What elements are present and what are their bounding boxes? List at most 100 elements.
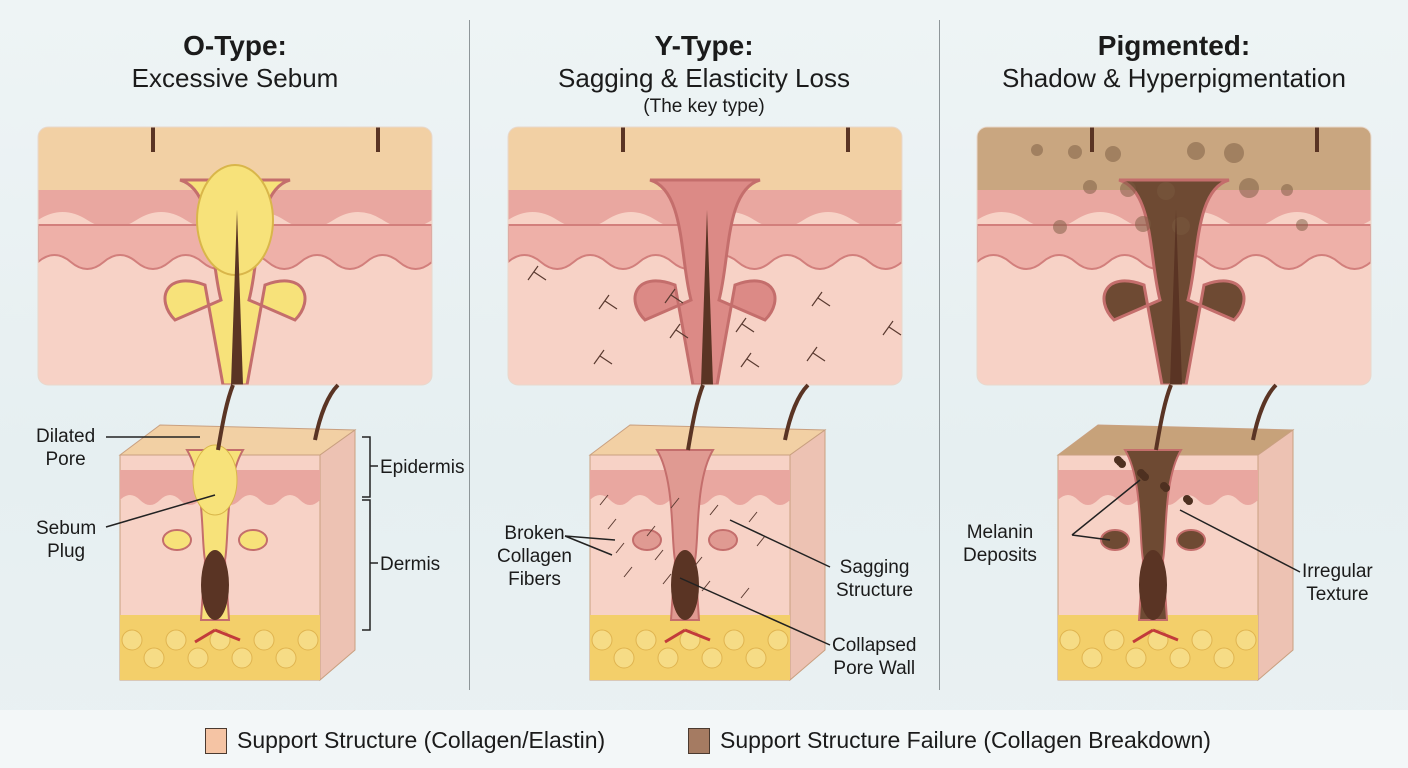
legend-swatch (688, 727, 710, 754)
hair-shaft (1170, 210, 1182, 385)
note: (The key type) (643, 96, 765, 117)
panel-divider (939, 20, 940, 690)
closeup-illustration (977, 127, 1371, 385)
leader-line (729, 519, 831, 568)
melanin-spot (1105, 146, 1121, 162)
sebum-bulb (196, 164, 274, 276)
melanin-spot (1281, 184, 1293, 196)
broken-fiber (709, 504, 719, 516)
closeup-frame (37, 126, 433, 386)
broken-fiber (693, 556, 703, 568)
fat-cell (165, 629, 187, 651)
label-melanin-deposits: Melanin Deposits (963, 522, 1037, 566)
broken-fiber (593, 349, 613, 365)
fat-cell (745, 647, 767, 669)
broken-fiber (615, 542, 625, 554)
broken-fiber (701, 580, 711, 592)
hair (313, 383, 340, 441)
hair-shaft (701, 210, 713, 385)
sebaceous-gland (162, 529, 192, 551)
hair (686, 384, 705, 451)
broken-fiber (607, 518, 617, 530)
leader-line (105, 494, 216, 528)
hair (1251, 383, 1278, 441)
skin-cube (118, 383, 357, 682)
surface-hair (1090, 127, 1319, 152)
skin-cube (588, 383, 827, 682)
broken-fiber (598, 294, 618, 310)
panel-title-pigmented: Pigmented: Shadow & Hyperpigmentation (939, 30, 1408, 94)
broken-fiber (662, 573, 672, 585)
fat-cell (1059, 629, 1081, 651)
legend-swatch (205, 727, 227, 754)
label-broken-collagen-fibers: Broken Collagen Fibers (497, 523, 572, 590)
broken-fiber (748, 511, 758, 523)
sebaceous-gland (708, 529, 738, 551)
leader-line (679, 577, 831, 646)
broken-fiber (882, 320, 902, 336)
melanin-spot (1162, 484, 1170, 492)
melanin-spot (1053, 220, 1067, 234)
broken-fiber (623, 566, 633, 578)
surface-hair (151, 127, 380, 152)
hair-bulb (1139, 550, 1167, 620)
leader-line (1179, 509, 1301, 573)
melanin-spot (1083, 180, 1097, 194)
melanin-spot (1141, 473, 1149, 481)
sebaceous-gland (1176, 529, 1206, 551)
fat-cell (635, 629, 657, 651)
broken-fiber (664, 288, 684, 304)
broken-fiber (599, 494, 609, 506)
fat-cell (1235, 629, 1257, 651)
fat-cell (701, 647, 723, 669)
melanin-spot (1031, 144, 1043, 156)
label-collapsed-pore-wall: Collapsed Pore Wall (832, 635, 917, 679)
broken-fiber (740, 352, 760, 368)
melanin-spot (1224, 143, 1244, 163)
fat-cell (767, 629, 789, 651)
legend-item-support: Support Structure (Collagen/Elastin) (205, 727, 605, 754)
broken-fiber (735, 317, 755, 333)
melanin-spot (1068, 145, 1082, 159)
fat-cell (297, 629, 319, 651)
leader-line (362, 436, 378, 498)
broken-fiber (811, 291, 831, 307)
fat-cell (143, 647, 165, 669)
leader-line (362, 499, 378, 631)
melanin-spot (1172, 217, 1190, 235)
sebaceous-gland (1100, 529, 1130, 551)
title: Y-Type: (654, 30, 754, 61)
sebum-plug (192, 444, 238, 516)
hair (783, 383, 810, 441)
broken-fiber (646, 525, 656, 537)
melanin-spot (1118, 460, 1126, 468)
cube-side (319, 429, 356, 682)
label-sagging-structure: Sagging Structure (836, 557, 914, 601)
fat-cell (591, 629, 613, 651)
melanin-spot (1185, 497, 1193, 505)
title: Pigmented: (1097, 30, 1251, 61)
panel-title-o-type: O-Type: Excessive Sebum (0, 30, 470, 94)
leader-line (1071, 479, 1141, 541)
cube-side (789, 429, 826, 682)
blood-vessel (664, 628, 711, 644)
legend-label: Support Structure Failure (Collagen Brea… (720, 727, 1211, 753)
sebaceous-gland (238, 529, 268, 551)
hair-shaft (231, 210, 243, 385)
broken-fiber (756, 535, 766, 547)
fat-cell (275, 647, 297, 669)
label-irregular-texture: Irregular Texture (1302, 561, 1373, 605)
closeup-frame (976, 126, 1372, 386)
surface-hair (621, 127, 850, 152)
closeup-illustration (508, 127, 902, 385)
fat-cell (253, 629, 275, 651)
legend-label: Support Structure (Collagen/Elastin) (237, 727, 606, 753)
label-dermis: Dermis (380, 554, 441, 575)
skin-surface (508, 127, 902, 207)
fat-cell (613, 647, 635, 669)
hair-bulb (201, 550, 229, 620)
fat-cell (1103, 629, 1125, 651)
fat-cell (1191, 629, 1213, 651)
label-dilated-pore: Dilated Pore (36, 426, 96, 470)
